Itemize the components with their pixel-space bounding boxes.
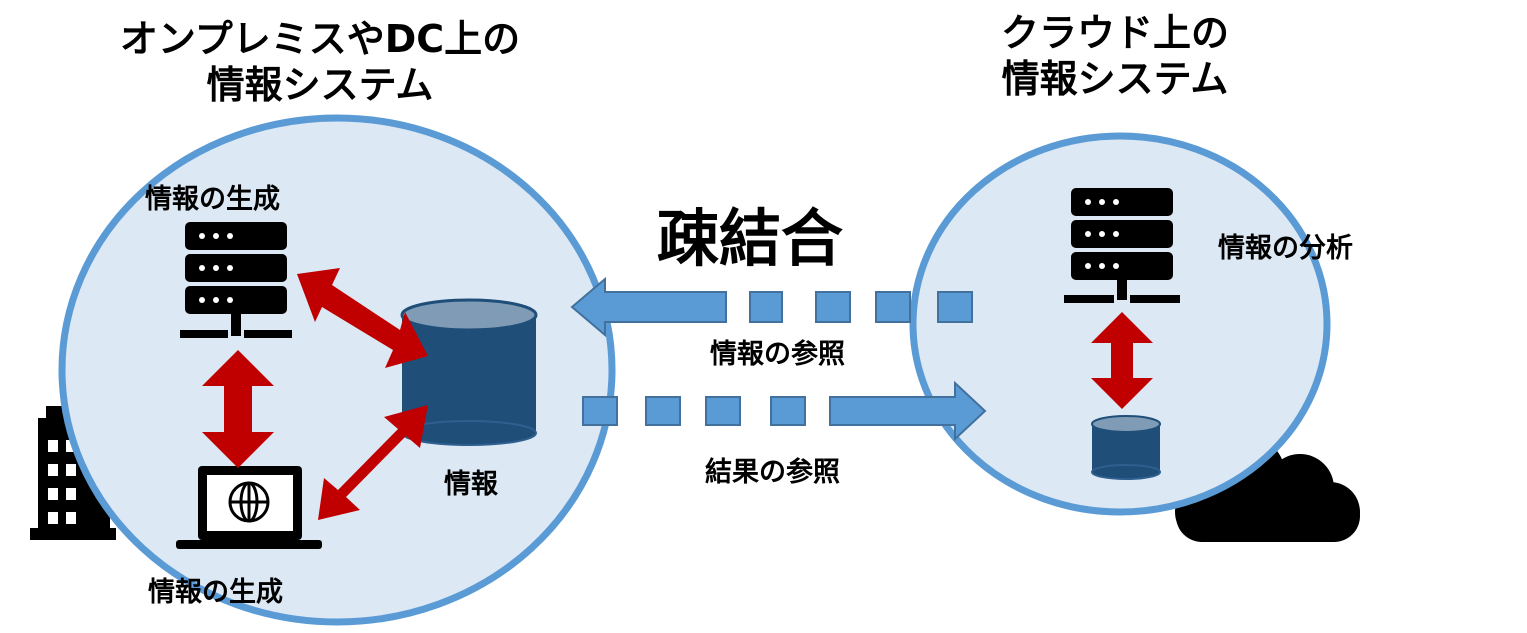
info-reference-label: 情報の参照 [710, 339, 845, 370]
laptop-icon [176, 466, 322, 549]
onprem-title-line2: 情報システム [206, 63, 434, 107]
loose-coupling-label: 疎結合 [657, 202, 844, 275]
database-icon [1091, 415, 1161, 480]
server-generate-label: 情報の生成 [145, 184, 280, 215]
red-double-arrow [1091, 312, 1153, 409]
database-label: 情報 [444, 469, 498, 500]
cloud-title-line2: 情報システム [1001, 57, 1229, 101]
globe-icon [228, 481, 270, 523]
result-reference-label: 結果の参照 [705, 457, 840, 488]
cloud-analysis-label: 情報の分析 [1218, 233, 1353, 264]
laptop-generate-label: 情報の生成 [148, 577, 283, 608]
cloud-system-title: クラウド上の 情報システム [960, 10, 1270, 102]
cloud-title-line1: クラウド上の [1000, 11, 1229, 55]
onprem-system-title: オンプレミスやDC上の 情報システム [60, 16, 580, 108]
server-icon [180, 222, 292, 338]
reference-arrow-right [582, 380, 987, 442]
server-icon [1064, 188, 1180, 303]
red-double-arrow [202, 268, 428, 520]
onprem-title-line1: オンプレミスやDC上の [119, 17, 521, 61]
reference-arrow-left [570, 276, 973, 338]
